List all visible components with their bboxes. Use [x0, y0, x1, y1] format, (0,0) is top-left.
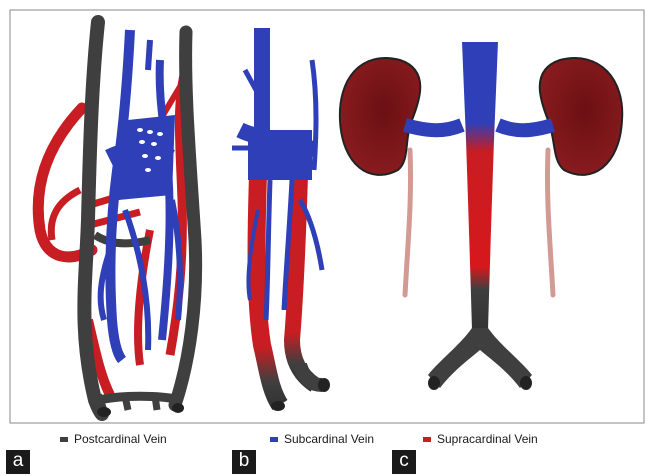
- panel-label-b: b: [232, 450, 256, 474]
- legend-label-subcardinal: Subcardinal Vein: [284, 432, 374, 446]
- legend-swatch-subcardinal: [270, 437, 278, 442]
- legend-label-supracardinal: Supracardinal Vein: [437, 432, 538, 446]
- legend-swatch-postcardinal: [60, 437, 68, 442]
- legend-item-postcardinal: Postcardinal Vein: [60, 432, 167, 446]
- legend-item-subcardinal: Subcardinal Vein: [270, 432, 374, 446]
- renal-vein-right: [498, 125, 553, 130]
- legend-label-postcardinal: Postcardinal Vein: [74, 432, 167, 446]
- panel-label-a: a: [6, 450, 30, 474]
- legend-item-supracardinal: Supracardinal Vein: [423, 432, 538, 446]
- renal-vein-left: [405, 125, 462, 130]
- panel-label-c: c: [392, 450, 416, 474]
- legend-swatch-supracardinal: [423, 437, 431, 442]
